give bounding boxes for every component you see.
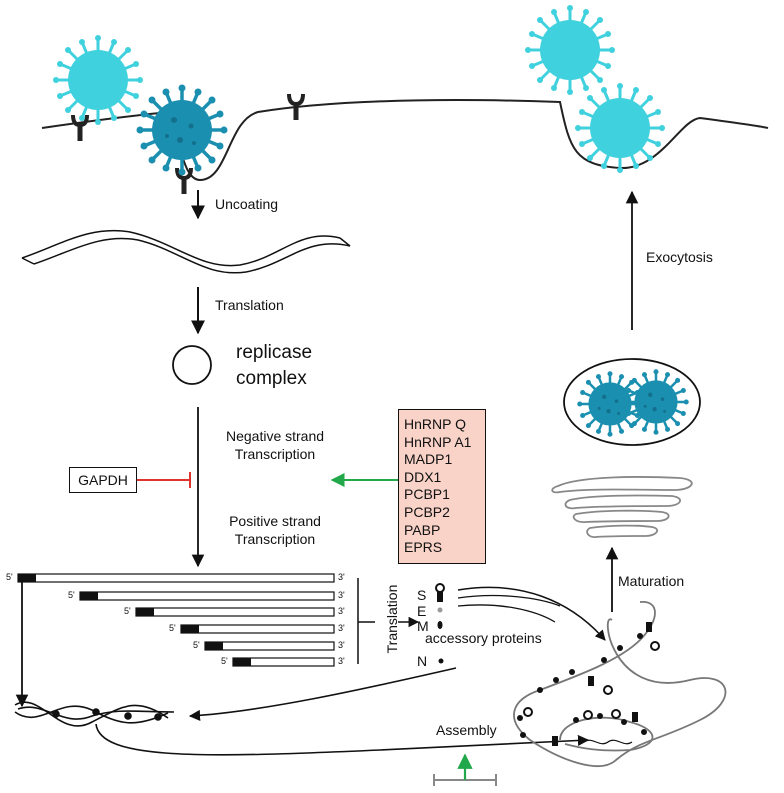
translation-vertical-label: Translation [384,584,400,654]
host-factor-item: PCBP2 [404,503,450,520]
three-prime-label: 3' [338,572,345,582]
host-factor-item: EPRS [404,539,443,556]
er-protein-markers [517,622,652,746]
genomic-rna-helix-icon [14,701,175,727]
exocytosis-label: Exocytosis [646,249,713,265]
positive-strand-label: Positive strand [229,513,321,529]
envelope-protein-icon [437,607,443,613]
maturation-label: Maturation [618,573,685,589]
virus-particle-icon [573,81,667,175]
virus-particle-icon [51,33,145,127]
negative-transcription-label: Transcription [234,446,316,462]
five-prime-label: 5' [6,572,13,582]
host-factor-item: HnRNP A1 [404,433,472,450]
protein-letter-m: M [417,618,429,634]
nucleocapsid-arrow [188,667,457,722]
replicase-label-line2: complex [236,368,307,389]
accessory-proteins-label: accessory proteins [425,630,542,646]
endoplasmic-reticulum-icon [513,601,727,767]
gapdh-label: GAPDH [78,472,128,488]
assembly-label: Assembly [436,722,497,738]
replicase-label-line1: replicase [236,342,313,363]
host-factor-item: PCBP1 [404,486,450,503]
negative-strand-label: Negative strand [225,428,325,444]
five-prime-label: 5' [68,590,75,600]
host-factor-item: DDX1 [404,468,442,485]
five-prime-label: 5' [169,623,176,633]
golgi-apparatus-icon [551,476,693,538]
uncoating-label: Uncoating [215,196,279,212]
translation-label: Translation [215,297,284,313]
five-prime-label: 5' [193,640,200,650]
protein-letter-n: N [417,653,428,669]
virus-particle-icon [134,82,230,178]
protein-letter-s: S [417,587,427,603]
subgenomic-rna-set [17,573,335,667]
five-prime-label: 5' [124,606,131,616]
host-factor-item: MADP1 [404,451,453,468]
membrane-protein-icon [437,621,443,629]
three-prime-label: 3' [338,606,345,616]
virus-particle-icon [621,367,691,437]
host-factor-item: PABP [404,521,441,538]
five-prime-label: 5' [221,656,228,666]
replicase-complex-icon [172,345,212,385]
spike-protein-icon [435,583,445,602]
host-factors-box: HnRNP Q HnRNP A1 MADP1 DDX1 PCBP1 PCBP2 … [398,409,486,564]
protein-letter-e: E [417,603,427,619]
three-prime-label: 3' [338,656,345,666]
three-prime-label: 3' [338,623,345,633]
viral-rna-ribbon-icon [21,229,351,274]
host-factor-item: HnRNP Q [404,416,466,432]
three-prime-label: 3' [338,640,345,650]
assembly-arrow [95,723,590,756]
gapdh-box: GAPDH [69,467,137,493]
three-prime-label: 3' [338,590,345,600]
positive-transcription-label: Transcription [234,531,316,547]
nucleocapsid-protein-icon [438,658,444,664]
virus-particle-icon [523,3,617,97]
